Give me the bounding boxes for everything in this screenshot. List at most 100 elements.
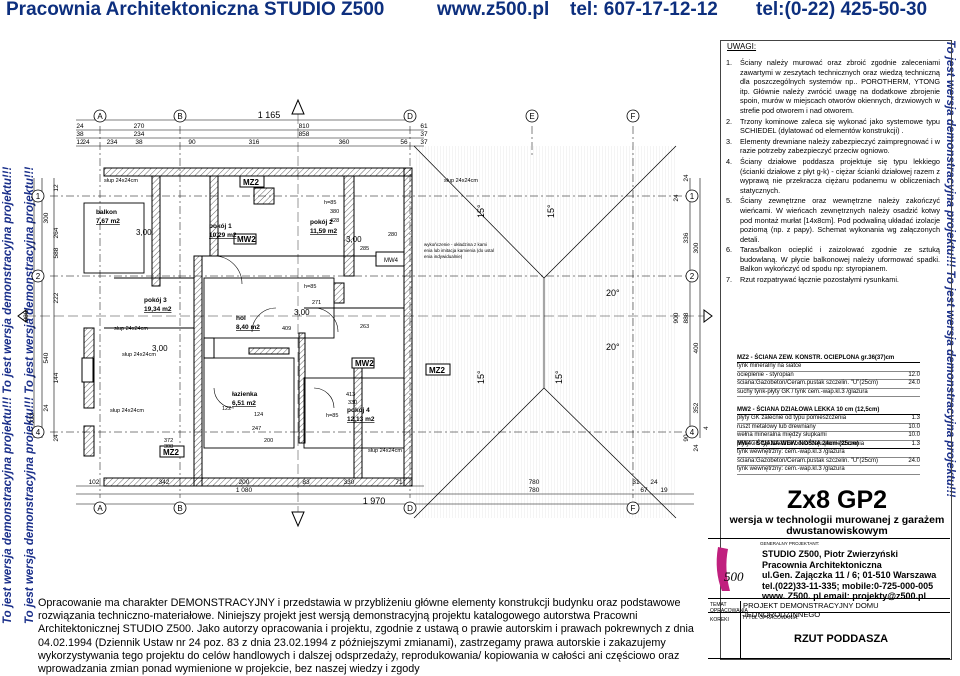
website[interactable]: www.z500.pl [437, 0, 550, 20]
dim-right: 24 [673, 194, 680, 202]
dim-right: 300 [693, 242, 700, 253]
svg-text:F: F [631, 504, 636, 513]
copyright-notice: Opracowanie ma charakter DEMONSTRACYJNY … [38, 597, 694, 676]
room-area: 12,13 m2 [347, 416, 375, 423]
project-name: Zx8 GP2 [786, 486, 888, 514]
dim-small: 122 [222, 406, 231, 412]
wall-spec-title: MW4 - ŚCIANA WEW. NOŚNA 24cm (25cm) [737, 440, 920, 449]
svg-text:2: 2 [36, 272, 41, 281]
dim-small: 372 [164, 438, 173, 444]
svg-text:MW2: MW2 [355, 359, 374, 368]
svg-text:D: D [407, 504, 413, 513]
dim-bottom: 780 [529, 487, 540, 494]
svg-text:D: D [407, 112, 413, 121]
svg-text:2: 2 [690, 272, 695, 281]
grid-markers [31, 109, 699, 515]
svg-text:MZ2: MZ2 [429, 366, 446, 375]
level-mark: 3,00 [136, 228, 152, 237]
column-label: słup 24x24cm [444, 178, 478, 184]
office-line: Pracownia Architektoniczna [762, 559, 882, 570]
phone-2: tel:(0-22) 425-50-30 [756, 0, 928, 20]
room-name: pokój 1 [209, 223, 232, 230]
column-label: słup 24x24cm [368, 448, 402, 454]
roof-angle: 15° [476, 370, 486, 384]
dim-bottom: 31 [632, 479, 640, 486]
dim-top: 858 [299, 131, 310, 138]
dim-left: 144 [53, 372, 60, 383]
wall-spec-title: MZ2 - ŚCIANA ZEW. KONSTR. OCIEPLONA gr.3… [737, 354, 920, 363]
phone-1: tel: 607-17-12-12 [570, 0, 718, 20]
dim-top: 810 [299, 123, 310, 130]
dim-small: 428 [330, 218, 339, 224]
uwagi-item: 5.Ściany zewnętrzne oraz wewnętrzne nale… [726, 196, 940, 244]
dim-right: 888 [683, 312, 690, 323]
dim-bottom: 71 [395, 479, 403, 486]
roof-angle: 15° [546, 204, 556, 218]
dim-left: 24 [53, 434, 60, 442]
room-name: pokój 3 [144, 297, 167, 304]
dim-right: 24 [683, 174, 690, 182]
svg-text:500: 500 [724, 569, 744, 584]
dim-small: 413 [346, 392, 355, 398]
uwagi-item: 6.Taras/balkon ocieplić i zaizolować zgo… [726, 245, 940, 274]
dim-small: 200 [264, 438, 273, 444]
dim-top: 360 [339, 139, 350, 146]
dim-small: 271 [312, 300, 321, 306]
svg-text:4: 4 [690, 428, 695, 437]
dim-left: 264 [53, 227, 60, 238]
title-block-sheet: KOREKI TYTUŁ OPRACOWANIA: RZUT PODDASZA [708, 612, 950, 659]
dim-bottom: 102 [89, 479, 100, 486]
room-name: hol [236, 315, 246, 322]
room-name: balkon [96, 209, 117, 216]
room-area: 8,40 m2 [236, 324, 260, 331]
dim-top: 90 [188, 139, 196, 146]
office-line: www. Z500. pl email: projekty@z500.pl [762, 591, 926, 601]
dim-right: 24 [693, 444, 700, 452]
gp-label: GENERALNY PROJEKTANT: [760, 541, 820, 546]
height-note: h=85 [304, 284, 316, 290]
roof-angle: 15° [554, 370, 564, 384]
svg-text:E: E [529, 112, 534, 121]
company-name: Pracownia Architektoniczna STUDIO Z500 [6, 0, 385, 20]
roof-area [414, 146, 676, 518]
uwagi-item: 1.Ściany należy murować oraz zbroić zgod… [726, 58, 940, 115]
dim-left: 222 [29, 412, 36, 423]
wall-tags: MZ2 MW2 MZ2 MW2 MZ2 [81, 175, 451, 458]
dim-bottom: 19 [660, 487, 668, 494]
dimension-lines [33, 119, 701, 505]
dim-right: 90 [683, 434, 690, 442]
uwagi-list: 1.Ściany należy murować oraz zbroić zgod… [726, 58, 940, 286]
dim-bottom: 200 [239, 479, 250, 486]
height-note: h=85 [326, 413, 338, 419]
room-name: pokój 2 [310, 219, 333, 226]
wall-layer: tynk wewnętrzny: cem.-wap.kl.3 /glazura [737, 466, 920, 475]
room-area: 6,51 m2 [232, 400, 256, 407]
roof-angle: 20° [606, 342, 620, 352]
svg-text:B: B [177, 504, 182, 513]
dim-small: 285 [360, 246, 369, 252]
height-note: h=85 [324, 200, 336, 206]
title-block-office: 500 GENERALNY PROJEKTANT: STUDIO Z500, P… [708, 538, 950, 602]
column-label: słup 24x24cm [104, 178, 138, 184]
dim-bottom: 83 [302, 479, 310, 486]
dim-top: 38 [135, 139, 143, 146]
office-line: tel.(022)33-11-335; mobile:0-725-000-005 [762, 580, 934, 591]
sheet-title: RZUT PODDASZA [794, 633, 889, 645]
room-area: 7,67 m2 [96, 218, 120, 225]
dim-right: 400 [693, 342, 700, 353]
dim-bottom: 780 [529, 479, 540, 486]
wall-layer: tynk wewnętrzny: cem.-wap.kl.3 /glazura [737, 449, 920, 458]
subject-label: TEMAT OPRACOWANIA [710, 602, 748, 614]
svg-text:MW4: MW4 [384, 258, 399, 264]
dim-left: 24 [43, 404, 50, 412]
room-name: łazienka [232, 391, 258, 398]
wall-spec-title: MW2 - ŚCIANA DZIAŁOWA LEKKA 10 cm (12,5c… [737, 406, 920, 415]
dim-right: 4 [703, 426, 710, 430]
dim-bottom: 1 080 [236, 487, 253, 494]
